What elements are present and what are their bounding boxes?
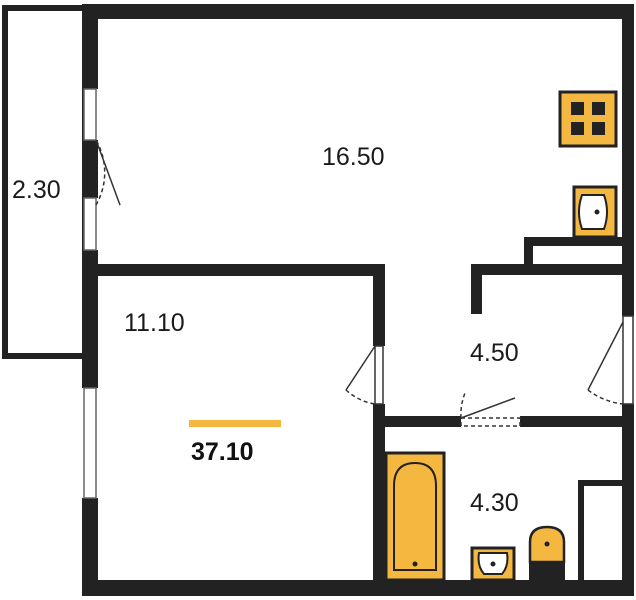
toilet-icon [528, 525, 566, 580]
balcony-area-label: 2.30 [12, 176, 61, 204]
bedroom-area-label: 11.10 [124, 309, 185, 337]
bedroom-door [345, 345, 384, 405]
kitchen-sink-icon [572, 185, 618, 239]
total-area-label: 37.10 [191, 438, 254, 466]
windows [83, 88, 97, 499]
bathroom-area-label: 4.30 [470, 489, 519, 517]
bathtub-icon [384, 451, 446, 582]
bathroom-door [460, 392, 521, 427]
hall-area-label: 4.50 [470, 339, 519, 367]
walls [82, 4, 634, 596]
kitchen-living-area-label: 16.50 [322, 143, 385, 171]
bathroom-sink-icon [470, 546, 516, 582]
balcony-door [95, 139, 121, 206]
entrance-door [587, 315, 634, 405]
stove-icon [558, 90, 618, 148]
total-area-accent-bar [189, 420, 281, 427]
